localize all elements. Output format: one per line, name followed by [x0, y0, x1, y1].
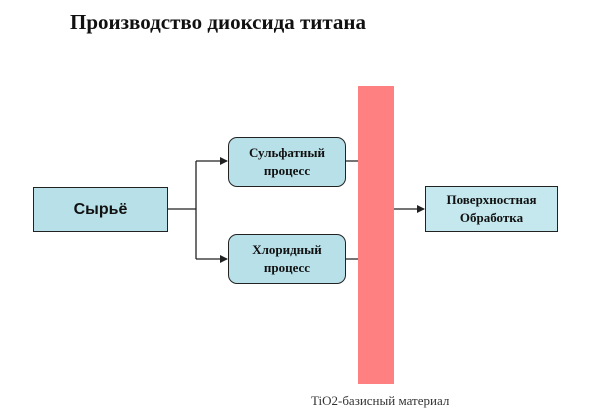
page-title: Производство диоксида титана — [70, 10, 367, 34]
barrier-caption: TiO2-базисный материал — [311, 393, 450, 408]
chloride-process-box: Хлоридный процесс — [228, 234, 346, 284]
surface-treatment-label: Поверхностная Обработка — [446, 192, 537, 225]
chloride-process-label: Хлоридный процесс — [252, 242, 322, 275]
sulfate-process-box: Сульфатный процесс — [228, 137, 346, 187]
raw-material-label: Сырьё — [73, 200, 128, 218]
raw-material-box: Сырьё — [33, 187, 168, 232]
tio2-barrier-band — [358, 86, 394, 384]
surface-treatment-box: Поверхностная Обработка — [425, 186, 558, 232]
sulfate-process-label: Сульфатный процесс — [248, 145, 326, 178]
